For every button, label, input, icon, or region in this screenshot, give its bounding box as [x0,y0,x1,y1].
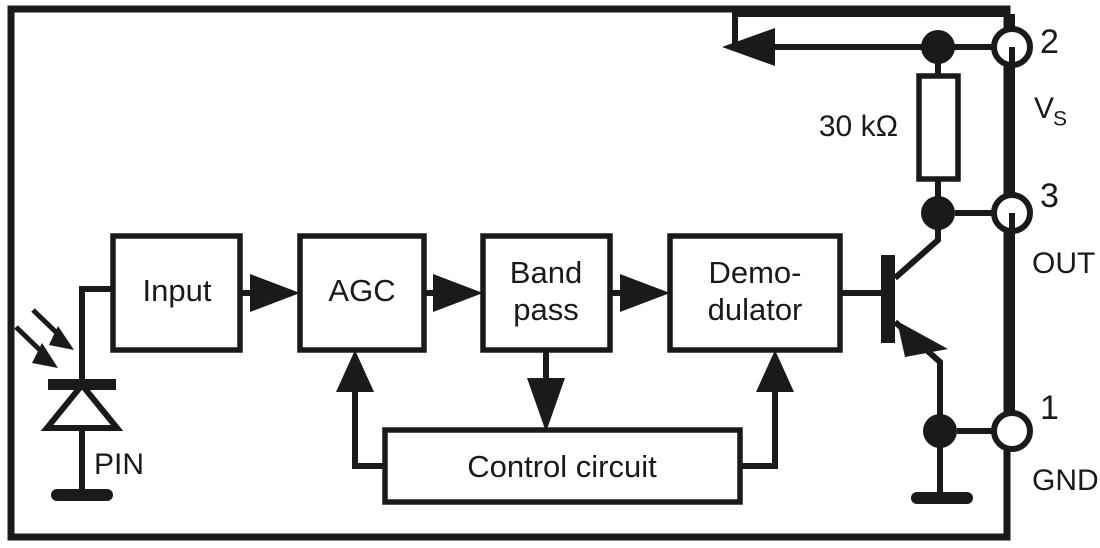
light-ray-upper-arrowhead [49,326,74,350]
pin-3-number: 3 [1040,177,1059,215]
transistor-base-bar [881,255,895,343]
junction-dot-vs [921,30,955,64]
pin-2-name: V [1034,92,1054,125]
block-control-circuit-label: Control circuit [467,449,657,484]
transistor-emitter-arrowhead [897,321,948,357]
supply-top-rail-wire [732,11,1009,47]
ground-symbol-bar [911,492,973,504]
pin-1-terminal [991,410,1033,452]
arrow-control-to-agc [336,350,374,392]
wire-control-to-demodulator [740,390,778,469]
block-bandpass-label-line1: Band [510,255,582,290]
block-demodulator [667,233,843,353]
pin-1-number: 1 [1040,389,1059,427]
block-agc-label: AGC [328,273,395,308]
block-input-label: Input [143,273,212,308]
block-agc [297,233,427,353]
light-ray-lower-arrowhead [32,343,58,368]
wire-control-to-agc [352,390,385,469]
photodiode-anode-triangle [40,380,124,431]
module-outline [7,5,1011,541]
arrow-bandpass-to-demodulator [620,274,670,312]
pin-2-number: 2 [1040,23,1059,61]
arrow-bandpass-to-control [527,378,565,432]
incident-light-arrows [14,308,74,368]
supply-feed-arrowhead [722,28,775,66]
block-input [110,233,243,353]
transistor-collector-wire [893,213,941,281]
pin-1-name: GND [1032,464,1099,497]
photodiode-label: PIN [94,448,144,481]
pin-3-name: OUT [1032,247,1095,280]
resistor-30k-label: 30 kΩ [819,110,898,143]
arrow-input-to-agc [250,274,300,312]
block-demodulator-label-line2: dulator [708,292,803,327]
block-demodulator-label-line1: Demo- [708,255,801,290]
arrow-control-to-demodulator [756,350,794,392]
pin-2-name-subscript: S [1053,108,1067,131]
resistor-30k-body [916,73,961,182]
arrow-agc-to-bandpass [433,274,483,312]
photodiode-cathode-wire [79,286,113,384]
block-bandpass-label-line2: pass [513,292,578,327]
photodiode-ground-bar [51,489,113,501]
